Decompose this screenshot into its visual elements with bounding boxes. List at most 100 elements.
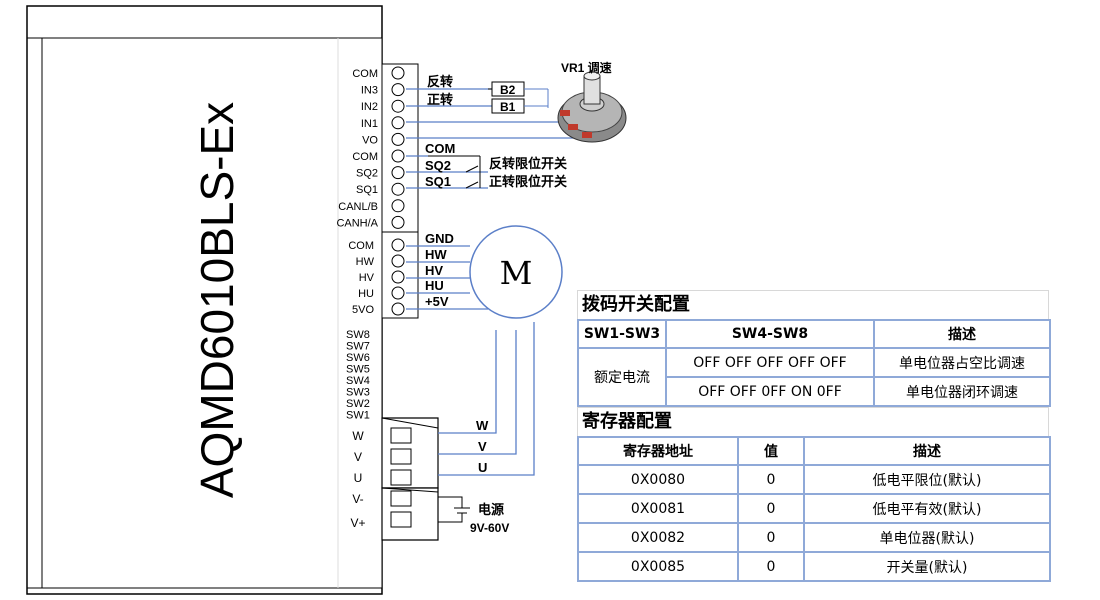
power-range: 9V-60V (470, 521, 509, 535)
power-terminal-label-u: U (354, 471, 363, 485)
terminal-label-sq2: SQ2 (356, 168, 378, 180)
hv-label: HV (425, 263, 443, 278)
dip-group-label: 额定电流 (577, 347, 667, 407)
dip-table-title: 拨码开关配置 (577, 290, 1049, 319)
terminal-screw (391, 238, 405, 252)
terminal-label-canh-a: CANH/A (336, 217, 378, 229)
terminal-screw (391, 132, 405, 146)
forward-label: 正转 (427, 92, 453, 107)
switch-label-sw4: SW4 (346, 375, 370, 387)
terminal-screw (391, 254, 405, 268)
hu-label: HU (425, 278, 444, 293)
dip-switch-table: SW1-SW3 SW4-SW8 描述 额定电流 OFF OFF OFF OFF … (577, 319, 1051, 407)
wires (406, 88, 587, 476)
terminal-label-com: COM (352, 68, 378, 80)
switch-label-sw8: SW8 (346, 329, 370, 341)
reg-addr: 0X0080 (577, 464, 739, 495)
table-row: 0X0082 0 单电位器(默认) (577, 522, 1051, 553)
switch-label-sw7: SW7 (346, 341, 370, 353)
dip-setting-2: OFF OFF 0FF ON 0FF (665, 376, 875, 407)
terminal-screw (391, 149, 405, 163)
power-label: 电源 (478, 502, 504, 517)
terminal-screw (391, 199, 405, 213)
motor-label: M (500, 254, 533, 292)
dip-desc-1: 单电位器占空比调速 (873, 347, 1051, 378)
terminal-label-com: COM (352, 151, 378, 163)
power-terminal-label-w: W (352, 429, 364, 443)
terminal-label-canl-b: CANL/B (338, 201, 378, 213)
power-terminal-block (381, 417, 439, 541)
reverse-label: 反转 (427, 74, 453, 89)
terminal-screw (391, 270, 405, 284)
switch-b1 (491, 98, 548, 114)
terminal-screw (391, 302, 405, 316)
reg-desc: 单电位器(默认) (803, 522, 1051, 553)
table-row: 0X0081 0 低电平有效(默认) (577, 493, 1051, 524)
switch-label-sw2: SW2 (346, 398, 370, 410)
terminal-screw (391, 286, 405, 300)
hall-label-hu: HU (358, 288, 374, 300)
phase-v-label: V (478, 439, 487, 454)
dip-header-sw4-8: SW4-SW8 (665, 319, 875, 349)
reg-addr: 0X0081 (577, 493, 739, 524)
potentiometer-label: VR1 调速 (561, 60, 612, 75)
plus5v-label: +5V (425, 294, 449, 309)
register-table-title: 寄存器配置 (577, 407, 1049, 436)
phase-u-label: U (478, 460, 487, 475)
table-row: 0X0080 0 低电平限位(默认) (577, 464, 1051, 495)
reg-value: 0 (737, 493, 805, 524)
terminal-label-vo: VO (362, 134, 378, 146)
reg-header-addr: 寄存器地址 (577, 436, 739, 466)
reg-desc: 低电平有效(默认) (803, 493, 1051, 524)
potentiometer (557, 71, 627, 143)
hw-label: HW (425, 247, 447, 262)
reg-value: 0 (737, 551, 805, 582)
terminal-label-in1: IN1 (361, 118, 378, 130)
phase-w-label: W (476, 418, 489, 433)
sq2-desc: 反转限位开关 (489, 156, 567, 171)
switch-label-sw6: SW6 (346, 352, 370, 364)
reg-desc: 低电平限位(默认) (803, 464, 1051, 495)
hall-label-hw: HW (356, 256, 375, 268)
com-label: COM (425, 141, 455, 156)
limit-switch-symbols (428, 155, 481, 189)
switch-label-sw5: SW5 (346, 364, 370, 376)
reg-value: 0 (737, 464, 805, 495)
terminal-screw (391, 99, 405, 113)
terminal-screw (391, 83, 405, 97)
sq1-desc: 正转限位开关 (489, 174, 567, 189)
terminal-screw (391, 215, 405, 229)
switch-b2 (488, 81, 549, 108)
sq2-label: SQ2 (425, 158, 451, 173)
hall-label-com: COM (348, 240, 374, 252)
sq1-label: SQ1 (425, 174, 451, 189)
gnd-label: GND (425, 231, 454, 246)
terminal-label-in3: IN3 (361, 85, 378, 97)
reg-addr: 0X0082 (577, 522, 739, 553)
terminal-screw (391, 116, 405, 130)
config-tables: 拨码开关配置 SW1-SW3 SW4-SW8 描述 额定电流 OFF OFF O… (577, 290, 1051, 582)
reg-value: 0 (737, 522, 805, 553)
power-terminal-label-v: V- (352, 492, 363, 506)
driver-model: AQMD6010BLS-Ex (191, 102, 243, 498)
terminal-label-in2: IN2 (361, 101, 378, 113)
motor (469, 225, 563, 319)
switch-label-sw1: SW1 (346, 410, 370, 422)
hall-label-5vo: 5VO (352, 304, 374, 316)
dip-setting-1: OFF OFF OFF OFF OFF (665, 347, 875, 378)
power-supply-symbol (438, 496, 470, 523)
reg-desc: 开关量(默认) (803, 551, 1051, 582)
dip-header-sw1-3: SW1-SW3 (577, 319, 667, 349)
reg-addr: 0X0085 (577, 551, 739, 582)
power-terminal-label-v: V+ (350, 516, 365, 530)
driver-housing (26, 5, 383, 595)
terminal-label-sq1: SQ1 (356, 184, 378, 196)
terminal-screw (391, 166, 405, 180)
terminal-screw (391, 182, 405, 196)
terminal-screw (391, 66, 405, 80)
dip-desc-2: 单电位器闭环调速 (873, 376, 1051, 407)
reg-header-desc: 描述 (803, 436, 1051, 466)
table-row: 0X0085 0 开关量(默认) (577, 551, 1051, 582)
register-table: 寄存器地址 值 描述 0X0080 0 低电平限位(默认) 0X0081 0 低… (577, 436, 1051, 582)
